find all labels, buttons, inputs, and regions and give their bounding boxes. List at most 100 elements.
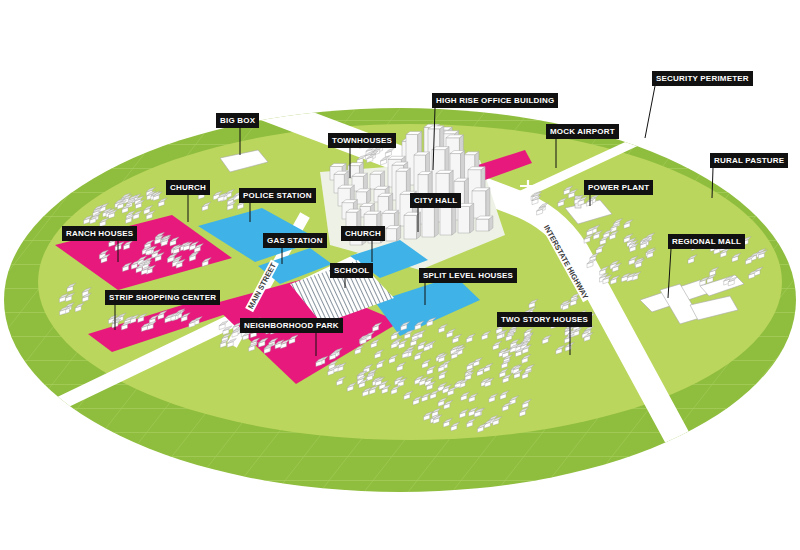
house [493,417,502,426]
house [227,339,236,348]
callout-label: REGIONAL MALL [668,234,745,249]
house [115,242,124,251]
house [520,408,529,417]
house [130,315,139,324]
house [430,390,439,399]
house [220,339,229,348]
leader-line [645,86,655,138]
house [482,331,491,340]
house [422,359,431,368]
house [82,293,91,302]
house [146,210,155,219]
house [439,371,448,380]
house [746,256,755,265]
callout-text: SCHOOL [334,266,369,275]
house [513,365,522,374]
tower [476,216,493,231]
roads [15,104,722,520]
callout-text: MOCK AIRPORT [550,127,615,136]
house [506,332,515,341]
house [337,363,346,372]
house [502,360,511,369]
house [448,387,457,396]
leader-line [590,195,591,206]
house [451,422,460,431]
house [522,399,531,408]
house [399,340,408,349]
house [202,258,211,267]
house [359,379,368,388]
callout-label: RANCH HOUSES [62,226,137,241]
house [502,402,511,411]
house [357,371,366,380]
house [347,383,356,392]
house [447,329,456,338]
callout-text: RURAL PASTURE [714,156,784,165]
house [369,386,378,395]
house [749,270,758,279]
house [355,345,364,354]
house [514,370,523,379]
house [60,306,69,315]
house [101,254,110,263]
house [249,342,258,351]
callout-label: TWO STORY HOUSES [497,312,592,327]
house [485,378,494,387]
callout-label: CITY HALL [410,193,461,208]
house [461,392,470,401]
house [138,314,147,323]
house [596,245,605,254]
leader-line [570,327,571,355]
house [542,335,551,344]
callout-text: POWER PLANT [588,183,649,192]
house [451,350,460,359]
leader-line [712,168,713,198]
callout-label: CHURCH [166,180,210,195]
house [123,263,132,272]
house [84,215,93,224]
house [367,372,376,381]
security-perimeter [0,100,800,500]
leader-line [250,203,251,222]
house [624,220,633,229]
house [489,394,498,403]
house [135,196,144,205]
leader-line [115,305,116,330]
house [202,202,211,211]
regional-mall [640,275,744,324]
house [328,367,337,376]
house [141,266,150,275]
leader-line [372,241,373,262]
house [469,393,478,402]
callout-label: POWER PLANT [584,180,653,195]
house [556,345,565,354]
house [330,351,339,360]
house [516,348,525,357]
house [190,252,199,261]
house [367,154,376,163]
house [522,370,531,379]
callout-label: TOWNHOUSES [328,133,396,148]
rural-pasture [38,124,782,440]
leader-line [350,148,351,178]
tower [356,189,371,204]
house [289,335,298,344]
house [720,249,729,258]
downtown-towers [330,124,493,245]
callout-text: BIG BOX [220,116,255,125]
callout-label: SCHOOL [330,263,373,278]
house [170,237,179,246]
house [404,391,413,400]
house [584,234,593,243]
callout-label: NEIGHBORHOOD PARK [240,318,343,333]
house [587,197,596,206]
house [363,387,372,396]
house [218,193,227,202]
callout-label: CHURCH [341,226,385,241]
house [358,371,367,380]
callout-text: SPLIT LEVEL HOUSES [423,271,513,280]
house [636,259,645,268]
house [439,354,448,363]
house [758,250,767,259]
callout-text: HIGH RISE OFFICE BUILDING [436,96,554,105]
